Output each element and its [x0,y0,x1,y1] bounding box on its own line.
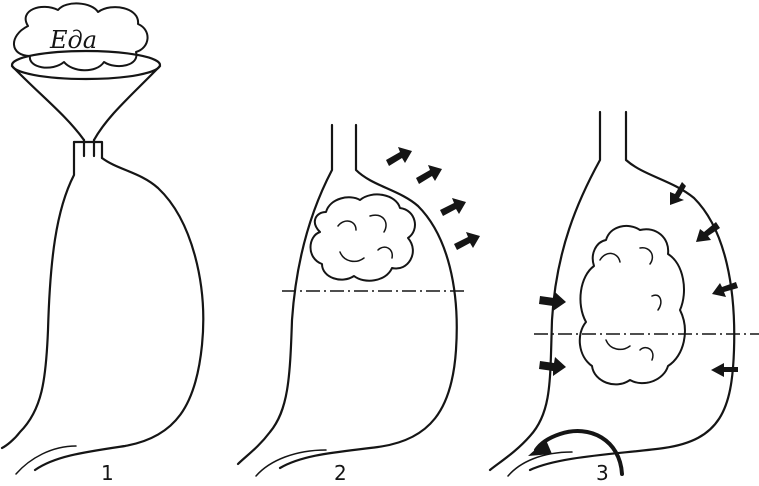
arrow-icon [416,165,442,184]
arrow-icon [440,198,466,216]
food-lump-3 [580,226,685,384]
panel-1-number: 1 [101,461,114,485]
food-cloud: Еда [14,3,148,70]
food-lump-2 [311,194,415,280]
stomach-1 [2,142,203,474]
panel-3-number: 3 [596,461,609,485]
arrow-icon [386,147,412,166]
panel-2-number: 2 [334,461,347,485]
arrow-icon [539,357,566,376]
panel-2: 2 [238,125,480,485]
panel-1: Еда 1 [2,3,203,485]
arrow-icon [528,440,552,456]
arrow-icon [454,232,480,250]
arrow-icon [712,282,738,297]
food-label: Еда [49,26,97,54]
panel-3: 3 [490,112,759,485]
